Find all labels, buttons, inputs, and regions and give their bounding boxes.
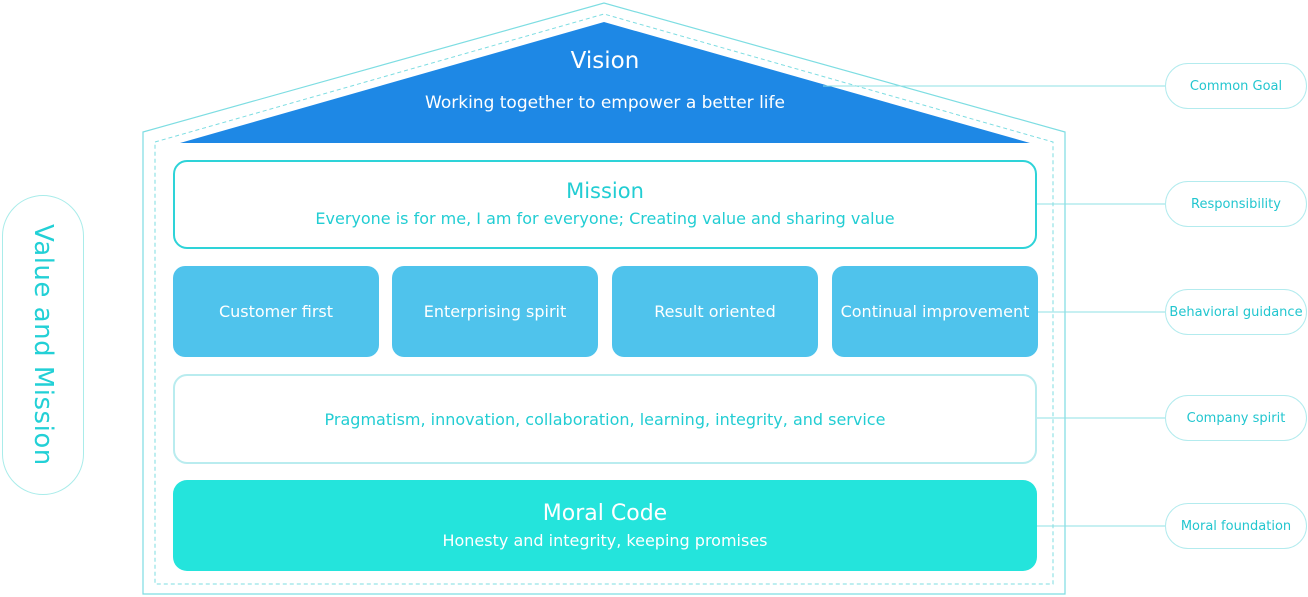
vision-roof [180, 22, 1030, 143]
value-box-result-oriented: Result oriented [612, 266, 818, 357]
label-common-goal: Common Goal [1165, 63, 1307, 109]
label-company-spirit: Company spirit [1165, 395, 1307, 441]
moral-code-title: Moral Code [542, 501, 668, 526]
value-box-continual-improvement: Continual improvement [832, 266, 1038, 357]
label-moral-foundation: Moral foundation [1165, 503, 1307, 549]
side-label-pill: Value and Mission [2, 195, 84, 495]
side-label-text: Value and Mission [28, 224, 58, 466]
house-outline [142, 2, 1066, 595]
label-behavioral-guidance: Behavioral guidance [1165, 289, 1307, 335]
house-inner-dashed [154, 13, 1054, 585]
label-responsibility: Responsibility [1165, 181, 1307, 227]
moral-code-subtitle: Honesty and integrity, keeping promises [442, 531, 768, 550]
moral-code-box: Moral Code Honesty and integrity, keepin… [173, 480, 1037, 571]
mission-title: Mission [566, 179, 644, 203]
value-box-customer-first: Customer first [173, 266, 379, 357]
mission-subtitle: Everyone is for me, I am for everyone; C… [315, 209, 895, 228]
spirit-box: Pragmatism, innovation, collaboration, l… [173, 374, 1037, 464]
mission-box: Mission Everyone is for me, I am for eve… [173, 160, 1037, 249]
vision-title: Vision [570, 48, 640, 74]
value-box-enterprising-spirit: Enterprising spirit [392, 266, 598, 357]
vision-subtitle: Working together to empower a better lif… [425, 93, 785, 113]
